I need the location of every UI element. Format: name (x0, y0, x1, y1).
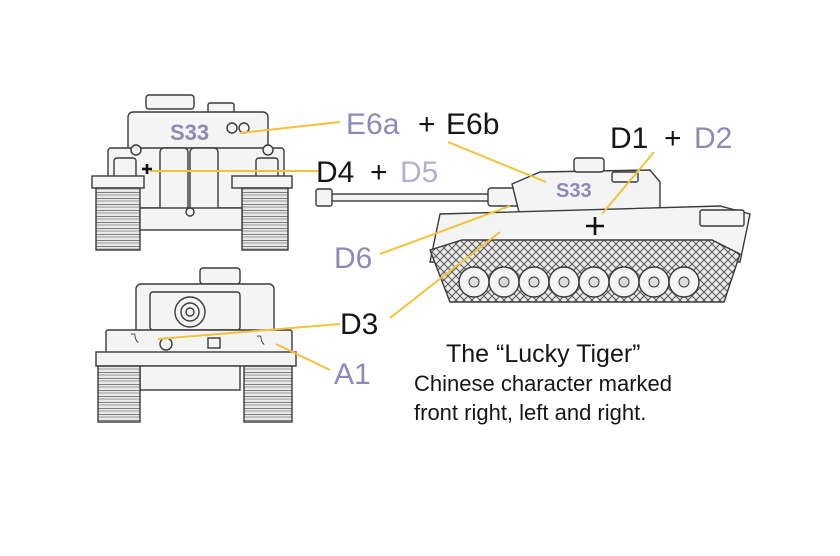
label-d6: D6 (334, 242, 373, 275)
road-wheels (458, 266, 700, 298)
label-e6a: E6a (346, 108, 400, 141)
wheel-hub (528, 276, 540, 288)
label-d4: D4 (316, 156, 355, 189)
caption-title: The “Lucky Tiger” (446, 340, 641, 368)
label-d1: D1 (610, 122, 649, 155)
label-d3: D3 (340, 308, 379, 341)
label-plus-d4: + (370, 156, 388, 189)
label-plus-d1: + (664, 122, 682, 155)
wheel-hub (558, 276, 570, 288)
wheel-hub (678, 276, 690, 288)
wheel-hub (648, 276, 660, 288)
caption-line-2: Chinese character marked (414, 371, 673, 396)
label-e6b: E6b (446, 108, 500, 141)
label-a1: A1 (334, 358, 371, 391)
caption-line-3: front right, left and right. (414, 400, 647, 425)
front-view-tank (95, 267, 297, 423)
label-plus-e6: + (418, 108, 436, 141)
rear-view-tank (91, 94, 293, 251)
balkenkreuz-markings (142, 164, 604, 235)
front-character-marking: 乁 (128, 333, 139, 345)
front-character-marking-right: 乁 (254, 335, 265, 347)
wheel-hub (468, 276, 480, 288)
wheel-hub (618, 276, 630, 288)
wheel-hub (588, 276, 600, 288)
side-turret-number: S33 (556, 180, 592, 202)
label-d5: D5 (400, 156, 439, 189)
label-d2: D2 (694, 122, 733, 155)
leader-lines (150, 121, 655, 371)
wheel-hub (498, 276, 510, 288)
rear-turret-number: S33 (170, 120, 210, 145)
